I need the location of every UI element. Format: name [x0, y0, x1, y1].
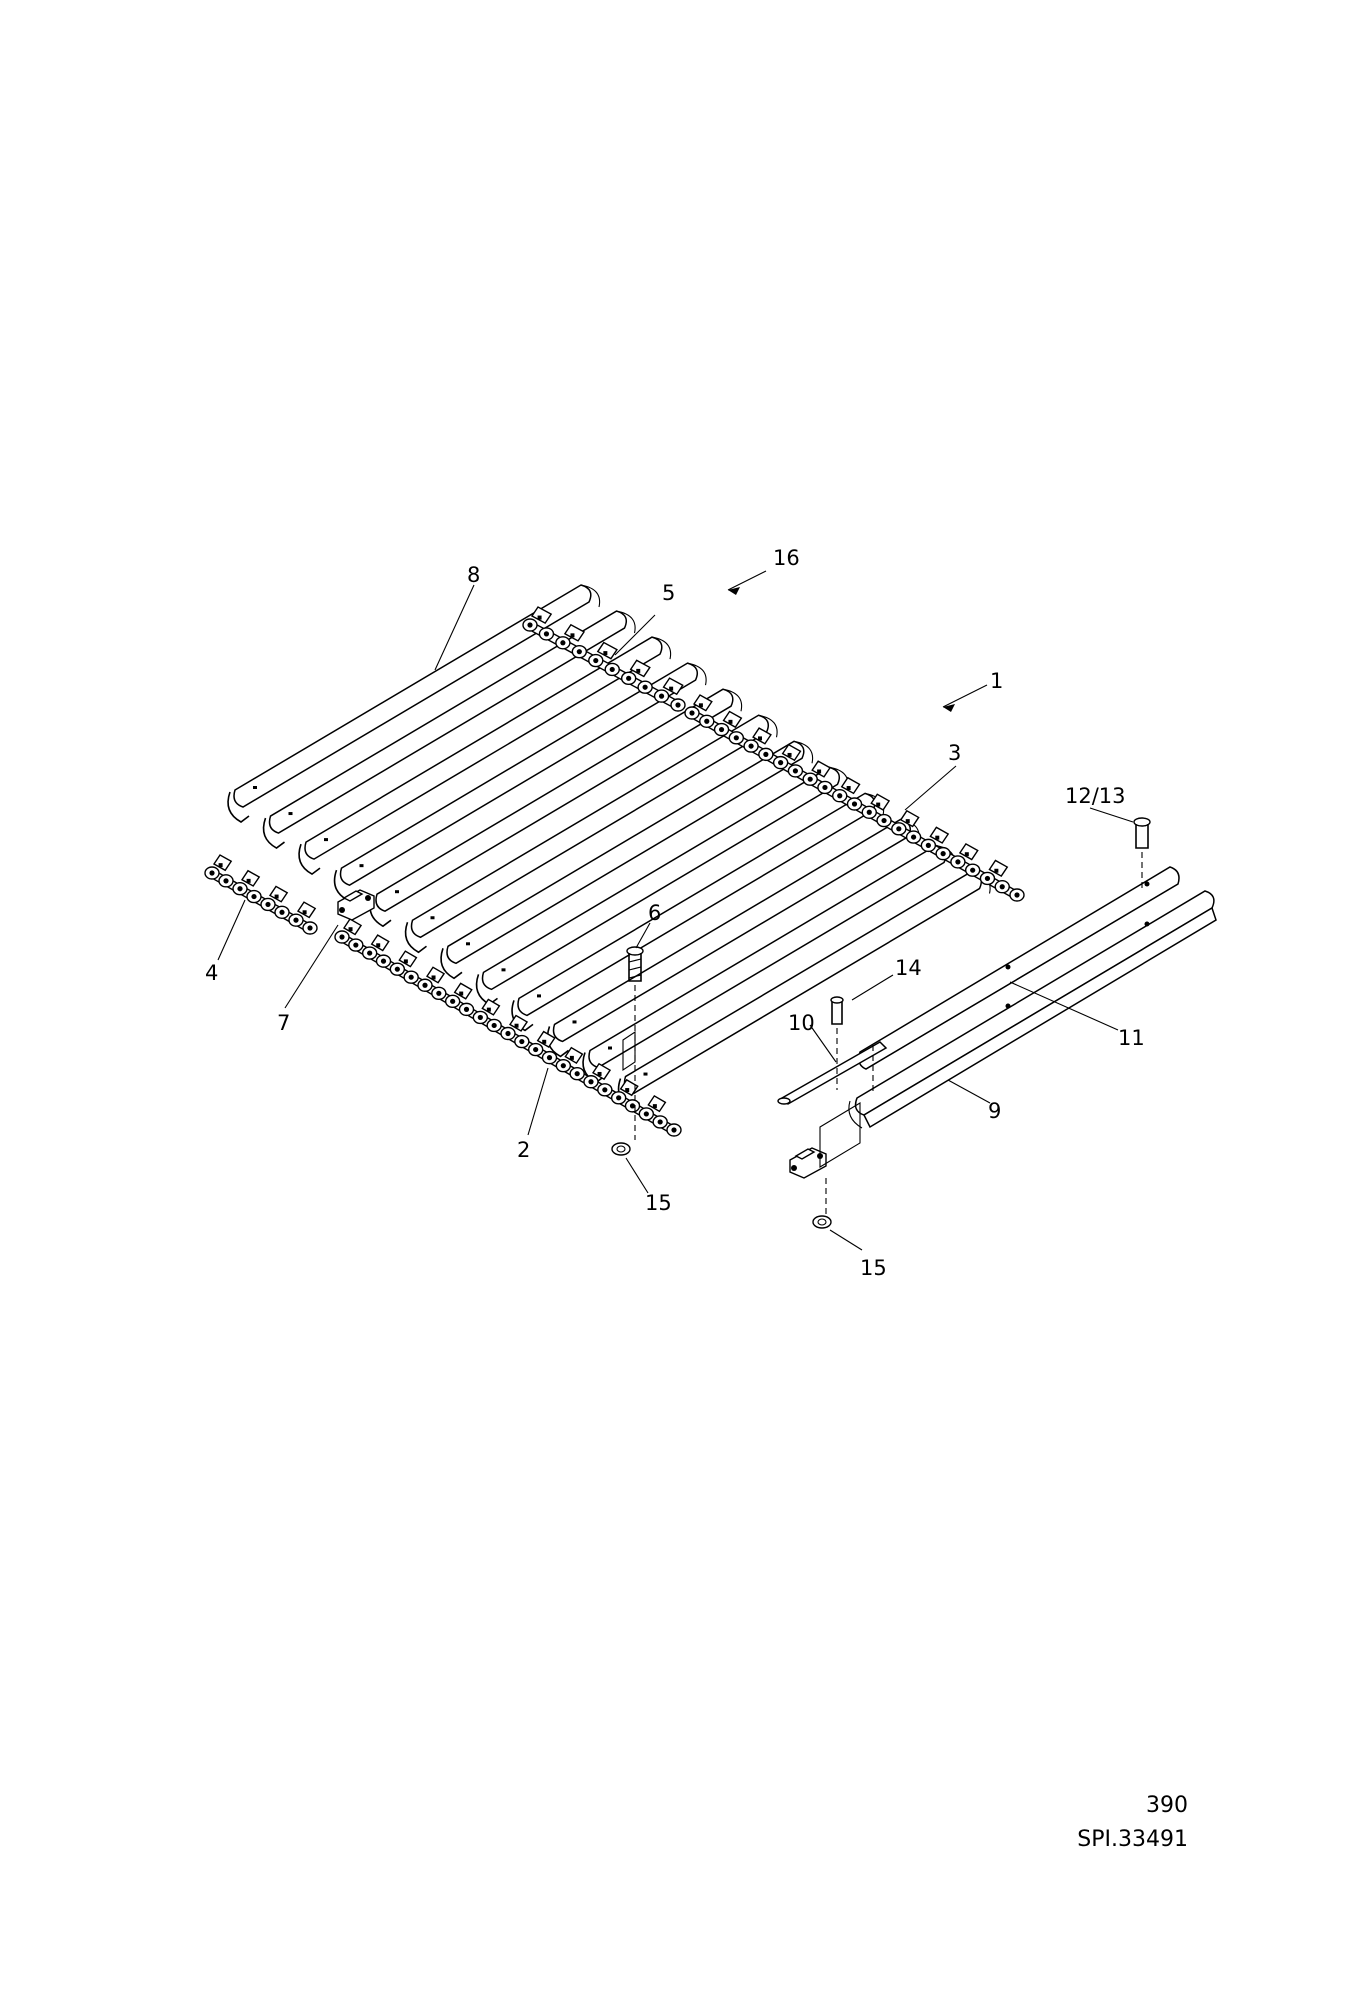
chain-3-link-12 [846, 797, 868, 818]
callout-9: 9 [988, 1099, 1001, 1123]
bolt-12-13 [1133, 817, 1151, 890]
chain-segment-3 [684, 694, 1025, 902]
chain-segment-4 [204, 854, 318, 935]
slat-assembly [227, 584, 991, 1110]
callout-2: 2 [517, 1138, 530, 1162]
callout-16: 16 [773, 546, 800, 570]
chain-segment-2 [334, 918, 682, 1137]
chain-3-link-17 [920, 826, 950, 859]
chain-3-link-11 [832, 776, 861, 810]
drawing-code: SPI.33491 [1077, 1827, 1188, 1852]
callout-14: 14 [895, 956, 922, 980]
nut-15-left [611, 1142, 631, 1156]
callout-15-right: 15 [860, 1256, 887, 1280]
connecting-link-7 [337, 889, 375, 921]
flat-bar-10 [777, 1041, 888, 1105]
callout-12-13: 12/13 [1065, 784, 1126, 808]
callout-11: 11 [1118, 1026, 1145, 1050]
page-number: 390 [1146, 1793, 1188, 1818]
slat-5 [369, 688, 743, 928]
callout-5: 5 [662, 581, 675, 605]
callout-10: 10 [788, 1011, 815, 1035]
chain-3-end-pin [1014, 892, 1020, 898]
slat-7 [440, 740, 814, 980]
callout-7: 7 [277, 1011, 290, 1035]
slat-9 [848, 890, 1217, 1129]
chain-4-end-pin [307, 925, 313, 931]
chain-5-end-pin [675, 702, 681, 708]
callout-4: 4 [205, 961, 218, 985]
chain-5-link-1 [522, 606, 553, 640]
callout-1: 1 [990, 669, 1003, 693]
chain-3-link-9 [802, 760, 832, 793]
callout-6: 6 [648, 901, 661, 925]
callout-3: 3 [948, 741, 961, 765]
chain-2-link-22 [624, 1099, 646, 1120]
leader-lines [217, 570, 1134, 1251]
chain-2-link-9 [444, 982, 473, 1015]
chain-4-link-4 [246, 889, 267, 910]
bolt-14 [830, 996, 874, 1095]
slat-3 [298, 636, 672, 876]
chain-3-link-2 [699, 714, 721, 735]
chain-3-link-21 [979, 859, 1009, 892]
chain-3-link-5 [743, 727, 772, 760]
slat-11 [858, 866, 1180, 1070]
chain-3-link-15 [891, 809, 920, 843]
callout-15-left: 15 [645, 1191, 672, 1215]
chain-segment-5 [522, 606, 686, 712]
bolt-6 [622, 946, 644, 1140]
attachment-link-right [789, 1102, 861, 1215]
nut-15-right [812, 1215, 832, 1229]
chain-2-end-pin [671, 1127, 677, 1133]
callout-8: 8 [467, 563, 480, 587]
slat-4 [333, 662, 707, 902]
slat-2 [262, 610, 636, 850]
chain-5-link-9 [653, 677, 684, 711]
slat-1 [227, 584, 601, 823]
chain-2-link-23 [638, 1094, 667, 1128]
